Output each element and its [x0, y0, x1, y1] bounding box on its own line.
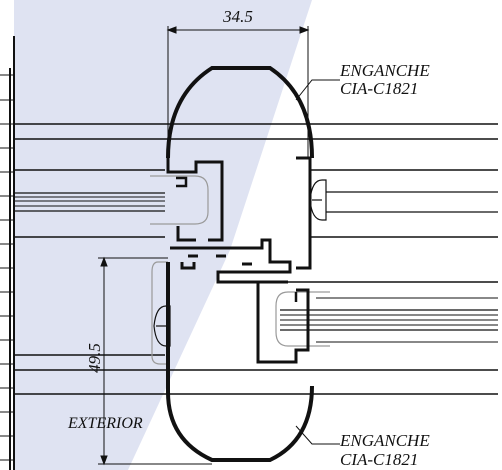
- callout-leaders: [295, 79, 340, 445]
- interlock-piece: [170, 238, 292, 284]
- upper-profile-hook: [176, 176, 188, 188]
- top-callout-line1: ENGANCHE: [339, 61, 430, 80]
- lower-profile-inner: [180, 262, 310, 364]
- lower-left-screw-head: [153, 305, 171, 347]
- left-frame-edge: [0, 36, 15, 470]
- height-dimension-value: 49.5: [85, 343, 104, 373]
- top-callout-line2: CIA-C1821: [340, 79, 418, 98]
- lower-profile-body: [166, 262, 314, 462]
- horizontal-guide-lines: [14, 123, 498, 395]
- bottom-callout-line2: CIA-C1821: [340, 450, 418, 469]
- lower-right-gasket: [275, 291, 330, 347]
- width-dimension: [166, 26, 310, 158]
- height-dimension: [98, 256, 212, 466]
- upper-right-screw-head: [309, 179, 327, 221]
- upper-left-gasket: [150, 175, 209, 225]
- upper-profile-inner: [166, 156, 312, 270]
- upper-right-glass-panel: [326, 191, 498, 213]
- exterior-label: EXTERIOR: [67, 415, 143, 432]
- bottom-callout-line1: ENGANCHE: [339, 431, 430, 450]
- lower-right-glass-panel: [280, 297, 498, 343]
- upper-left-glass-panel: [14, 192, 165, 212]
- glass-shade-area: [14, 0, 312, 470]
- interlock-teeth: [188, 254, 252, 266]
- width-dimension-value: 34.5: [222, 7, 253, 26]
- lower-left-gasket: [151, 261, 170, 365]
